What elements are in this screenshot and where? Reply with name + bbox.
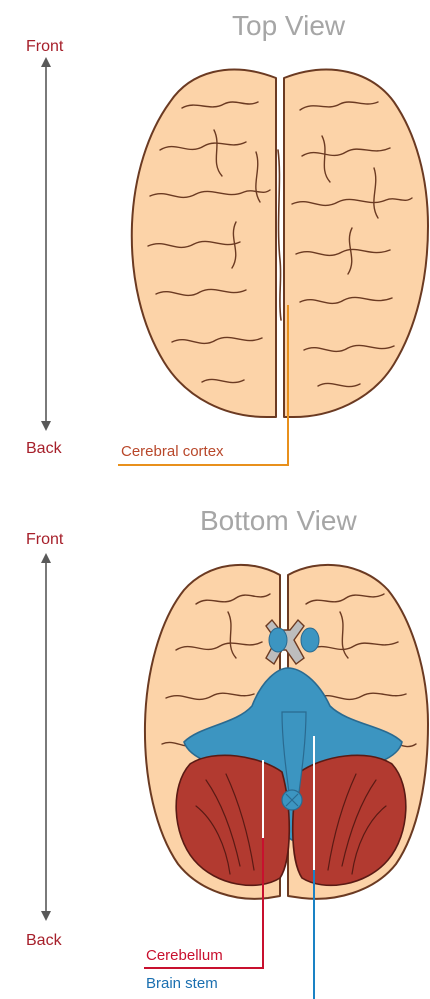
right-hemisphere [284,70,428,417]
left-blue-lobe [269,628,287,652]
right-blue-lobe [301,628,319,652]
top-view-brain [132,70,428,417]
left-hemisphere [132,70,276,417]
